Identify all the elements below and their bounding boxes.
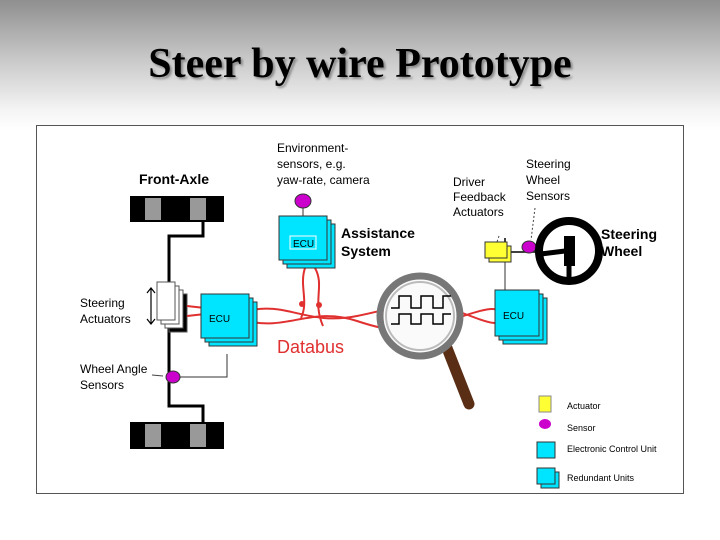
wheel-angle-sensor <box>165 370 181 384</box>
front-axle-label: Front-Axle <box>139 171 209 187</box>
steering-actuators-line-2: Actuators <box>80 312 131 326</box>
wheel-sensors-line-2: Wheel <box>526 173 560 187</box>
diagram-frame: ECU ECU ECU Front- <box>36 125 684 494</box>
ecu-assistance-label: ECU <box>293 239 314 250</box>
bus-node <box>299 301 305 307</box>
sensor-pointer <box>151 374 164 377</box>
legend-sensor-label: Sensor <box>567 423 596 433</box>
legend-redundant-swatch <box>536 467 556 485</box>
legend-sensor-swatch <box>539 419 551 429</box>
ecu-left-label: ECU <box>209 314 230 325</box>
legend-ecu-label: Electronic Control Unit <box>567 444 657 454</box>
ecu-right-label: ECU <box>503 311 524 322</box>
ecu-chip <box>289 235 317 250</box>
feedback-actuator <box>484 241 512 263</box>
rear-axle-wheels <box>130 422 224 449</box>
steering-wheel-line-2: Wheel <box>601 243 642 259</box>
feedback-pointer <box>496 235 500 243</box>
assistance-line-1: Assistance <box>341 225 415 241</box>
env-sensors-line-2: sensors, e.g. <box>277 157 346 171</box>
steering-wheel-line-1: Steering <box>601 226 657 242</box>
ecu-right <box>494 289 548 345</box>
steering-actuator <box>156 281 188 333</box>
legend-redundant-label: Redundant Units <box>567 473 635 483</box>
legend-actuator-label: Actuator <box>567 401 601 411</box>
ecu-left <box>200 293 258 347</box>
wheel-angle-line-1: Wheel Angle <box>80 362 148 376</box>
magnifier-icon <box>376 272 475 410</box>
feedback-line-3: Actuators <box>453 205 504 219</box>
wheel-sensor-pointer <box>530 207 536 241</box>
steering-actuators-line-1: Steering <box>80 296 125 310</box>
environment-sensor <box>294 193 312 209</box>
sensor-wire <box>180 354 228 378</box>
legend-ecu-swatch <box>536 441 556 459</box>
feedback-line-1: Driver <box>453 175 485 189</box>
wheel-sensors-line-3: Sensors <box>526 189 570 203</box>
wheel-angle-line-2: Sensors <box>80 378 124 392</box>
legend-actuator-swatch <box>538 395 552 413</box>
legend: Actuator Sensor Electronic Control Unit … <box>536 395 657 489</box>
bus-node <box>316 302 322 308</box>
env-sensors-line-1: Environment- <box>277 141 348 155</box>
front-axle-wheels <box>130 196 224 222</box>
databus-label: Databus <box>277 337 344 357</box>
steer-by-wire-diagram: ECU ECU ECU Front- <box>80 141 657 489</box>
steering-wheel-sensor <box>521 240 537 254</box>
slide-title: Steer by wire Prototype <box>148 41 572 87</box>
feedback-line-2: Feedback <box>453 190 507 204</box>
env-sensors-line-3: yaw-rate, camera <box>277 173 370 187</box>
assistance-line-2: System <box>341 243 391 259</box>
wheel-label-pointer <box>596 235 600 247</box>
wheel-sensors-line-1: Steering <box>526 157 571 171</box>
steering-wheel <box>535 217 603 285</box>
